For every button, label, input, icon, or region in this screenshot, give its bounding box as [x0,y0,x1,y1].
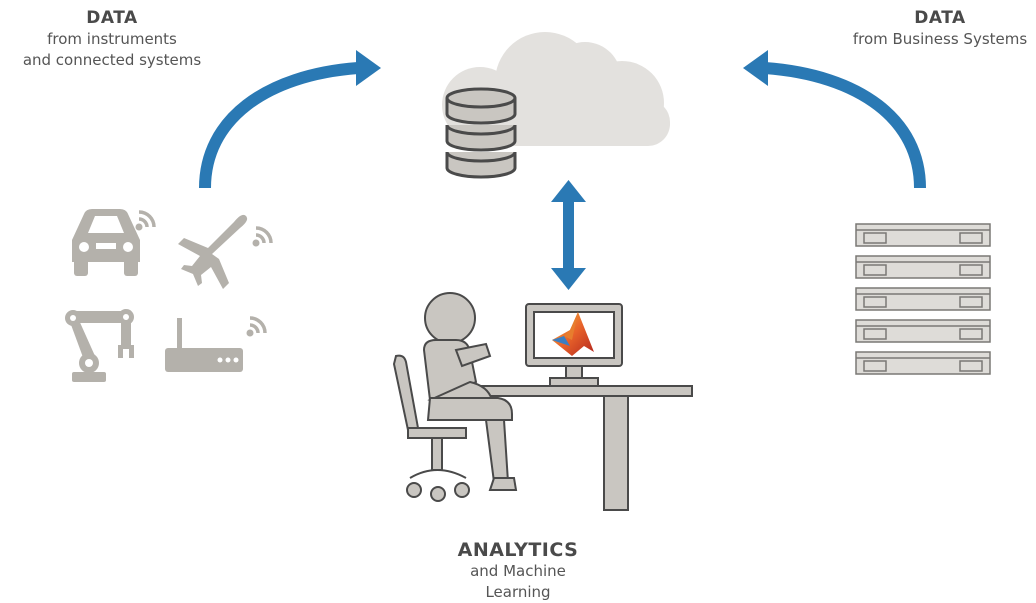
business-data-subtitle: from Business Systems [852,30,1028,48]
router-icon [165,318,243,372]
server-unit [855,255,991,279]
airplane-wireless-signal-icon [252,226,273,247]
office-chair-icon [392,354,470,502]
matlab-logo-icon [552,312,594,356]
car-wireless-signal-icon [135,210,156,231]
analytics-title: ANALYTICS [457,539,579,561]
server-unit [855,287,991,311]
instrument-data-subtitle-1: from instruments [47,30,177,48]
robot-arm-icon [65,309,134,382]
instrument-data-label: DATA from instruments and connected syst… [0,8,224,71]
server-unit [855,319,991,343]
person-at-desk-icon [422,292,518,491]
server-unit [855,223,991,247]
left-data-arrow [199,50,381,189]
business-data-title: DATA [914,8,966,28]
airplane-icon [178,214,248,289]
data-flow-diagram [65,32,991,511]
right-data-arrow [743,50,926,189]
database-icon [445,87,517,179]
router-wireless-signal-icon [246,316,267,337]
instrument-data-subtitle-2: and connected systems [22,51,202,69]
server-unit [855,351,991,375]
instrument-data-title: DATA [86,8,138,28]
robot-joint-markers [70,314,129,367]
server-rack-icon [855,223,991,375]
bidirectional-arrow [551,180,586,290]
business-data-label: DATA from Business Systems [820,8,1036,50]
car-icon [72,209,140,276]
